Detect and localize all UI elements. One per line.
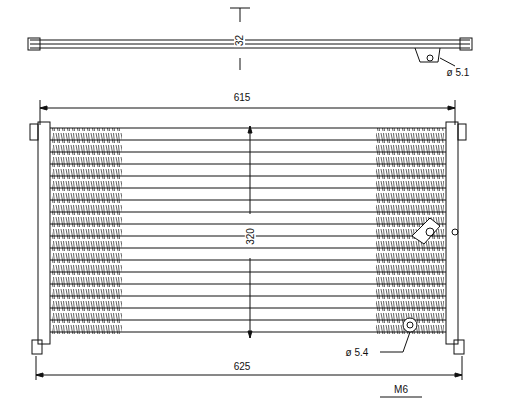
dimension-label: 32 bbox=[235, 33, 246, 46]
tube-line bbox=[50, 320, 446, 321]
tube-line bbox=[50, 308, 446, 309]
tube-line bbox=[50, 284, 446, 285]
dimension-label: ø 5.1 bbox=[446, 67, 471, 78]
tube-line bbox=[50, 188, 446, 189]
tube-line bbox=[50, 140, 446, 141]
tube-line bbox=[50, 296, 446, 297]
dimension-label: 625 bbox=[233, 361, 252, 372]
tube-line bbox=[50, 128, 446, 129]
tube-line bbox=[50, 224, 446, 225]
tube-line bbox=[50, 260, 446, 261]
tube-line bbox=[50, 212, 446, 213]
dimension-label: ø 5.4 bbox=[345, 347, 370, 358]
dimension-label: 320 bbox=[245, 227, 256, 246]
tube-line bbox=[50, 176, 446, 177]
dimension-label: 615 bbox=[233, 92, 252, 103]
tube-line bbox=[50, 248, 446, 249]
tube-line bbox=[50, 152, 446, 153]
tube-line bbox=[50, 164, 446, 165]
tube-line bbox=[50, 272, 446, 273]
tube-line bbox=[50, 200, 446, 201]
dimension-label: M6 bbox=[393, 384, 409, 395]
